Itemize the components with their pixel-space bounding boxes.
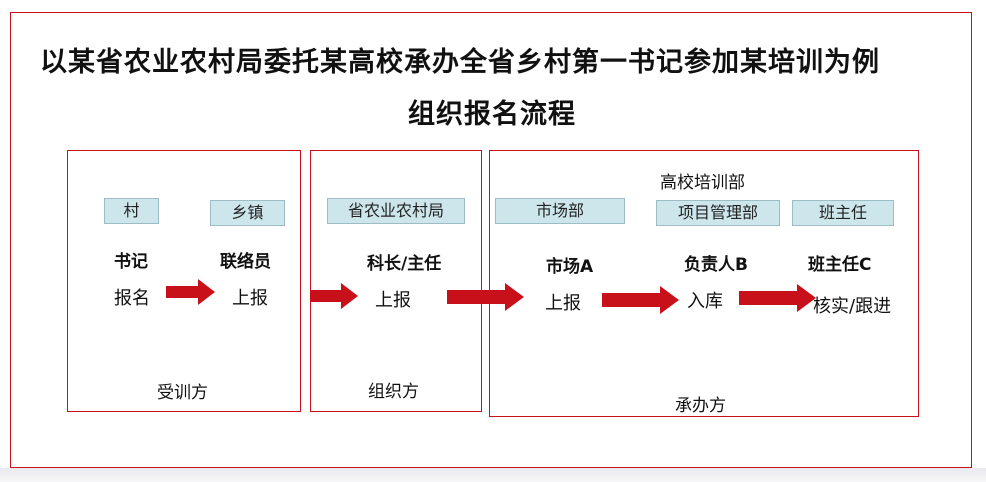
arrow-right-icon (447, 283, 524, 311)
role-liaison: 联络员 (220, 252, 271, 272)
action-signup: 报名 (114, 288, 150, 309)
role-secretary: 书记 (114, 252, 148, 272)
slide-title: 以某省农业农村局委托某高校承办全省乡村第一书记参加某培训为例 (40, 47, 880, 78)
tag-town: 乡镇 (210, 200, 285, 226)
action-report-market: 上报 (545, 293, 581, 314)
tag-market-dept: 市场部 (495, 198, 625, 224)
arrow-right-icon (739, 284, 816, 312)
slide-subtitle: 组织报名流程 (408, 99, 576, 130)
party-trainee: 受训方 (157, 383, 208, 403)
arrow-right-icon (311, 283, 358, 309)
arrow-right-icon (166, 279, 215, 305)
tag-village: 村 (104, 198, 159, 224)
action-enter-db: 入库 (687, 291, 723, 312)
action-report-bureau: 上报 (375, 290, 411, 311)
host-header: 高校培训部 (660, 173, 745, 193)
role-section-chief: 科长/主任 (367, 254, 442, 274)
organizer-panel (310, 150, 482, 412)
role-market-a: 市场A (546, 257, 594, 277)
tag-provincial-bureau: 省农业农村局 (327, 198, 465, 224)
action-report-town: 上报 (232, 288, 268, 309)
tag-class-teacher: 班主任 (792, 200, 894, 226)
host-panel (489, 150, 919, 417)
role-lead-b: 负责人B (684, 255, 748, 275)
arrow-right-icon (602, 286, 679, 314)
party-host: 承办方 (675, 396, 726, 416)
action-verify-follow: 核实/跟进 (813, 296, 892, 317)
footer-shade (0, 468, 986, 482)
role-teacher-c: 班主任C (808, 255, 872, 275)
slide-frame (10, 12, 972, 468)
party-organizer: 组织方 (368, 382, 419, 402)
tag-project-dept: 项目管理部 (656, 200, 780, 226)
trainee-panel (67, 150, 301, 412)
